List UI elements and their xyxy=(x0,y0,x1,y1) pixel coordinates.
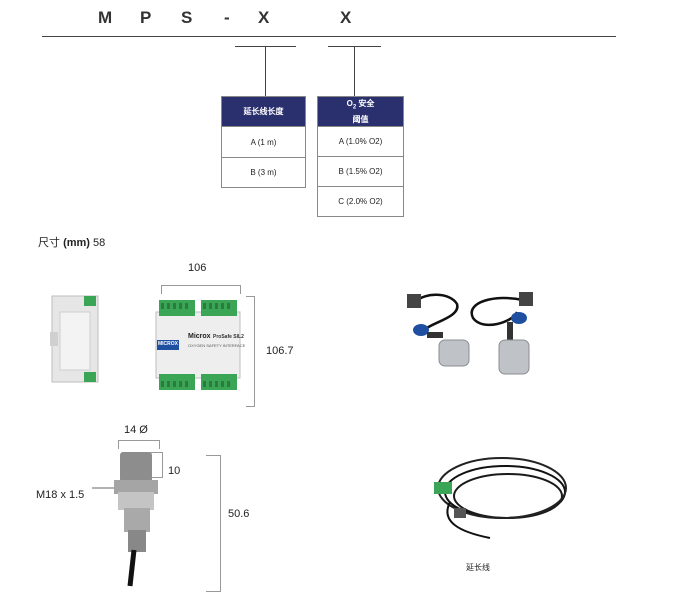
module-front-view xyxy=(155,300,241,390)
threshold-table-row: C (2.0% O2) xyxy=(318,186,403,216)
connector-vertical-1 xyxy=(265,46,266,96)
length-table-row: A (1 m) xyxy=(222,126,305,157)
dimensions-title: 尺寸 (mm) 58 xyxy=(38,237,106,249)
module-height-label: 106.7 xyxy=(266,345,294,357)
sensor-diameter-label: 14 Ø xyxy=(124,424,148,436)
sensor-drawing xyxy=(92,452,158,587)
threshold-header-line1: O2 安全 xyxy=(346,99,375,111)
extension-cable-photo xyxy=(434,457,567,539)
threshold-table: O2 安全 阈值 A (1.0% O2) B (1.5% O2) C (2.0%… xyxy=(317,96,404,217)
code-char-dash: - xyxy=(224,8,230,27)
module-brand: Microx xyxy=(188,333,211,340)
module-model: ProSafe SIL2 xyxy=(213,334,244,340)
top-bracket xyxy=(150,452,163,478)
sensors-photo xyxy=(407,292,533,375)
code-char-p: P xyxy=(140,8,152,27)
diameter-bracket xyxy=(118,440,160,449)
header-rule xyxy=(42,36,616,37)
extension-cable-label: 延长线 xyxy=(466,563,490,572)
threshold-header-line2: 阈值 xyxy=(352,114,369,124)
module-subtitle: OXYGEN SAFETY INTERFACE xyxy=(188,343,246,348)
sensor-height-label: 50.6 xyxy=(228,508,250,520)
module-width-label: 106 xyxy=(188,262,207,274)
code-char-s: S xyxy=(181,8,193,27)
sensor-thread-label: M18 x 1.5 xyxy=(36,489,85,501)
code-char-m: M xyxy=(98,8,113,27)
threshold-table-row: B (1.5% O2) xyxy=(318,156,403,186)
module-logo: MICROX xyxy=(158,341,178,347)
height-bracket xyxy=(246,296,255,407)
connector-vertical-2 xyxy=(354,46,355,96)
sensor-height-bracket xyxy=(206,455,221,592)
threshold-table-header: O2 安全 阈值 xyxy=(318,97,403,126)
module-side-view xyxy=(50,295,99,383)
length-table-header: 延长线长度 xyxy=(222,97,305,126)
code-char-x2: X xyxy=(340,8,352,27)
code-char-x1: X xyxy=(258,8,270,27)
sensor-top-label: 10 xyxy=(168,465,181,477)
length-table-row: B (3 m) xyxy=(222,157,305,187)
length-table: 延长线长度 A (1 m) B (3 m) xyxy=(221,96,306,188)
width-bracket xyxy=(161,285,241,294)
threshold-table-row: A (1.0% O2) xyxy=(318,126,403,156)
